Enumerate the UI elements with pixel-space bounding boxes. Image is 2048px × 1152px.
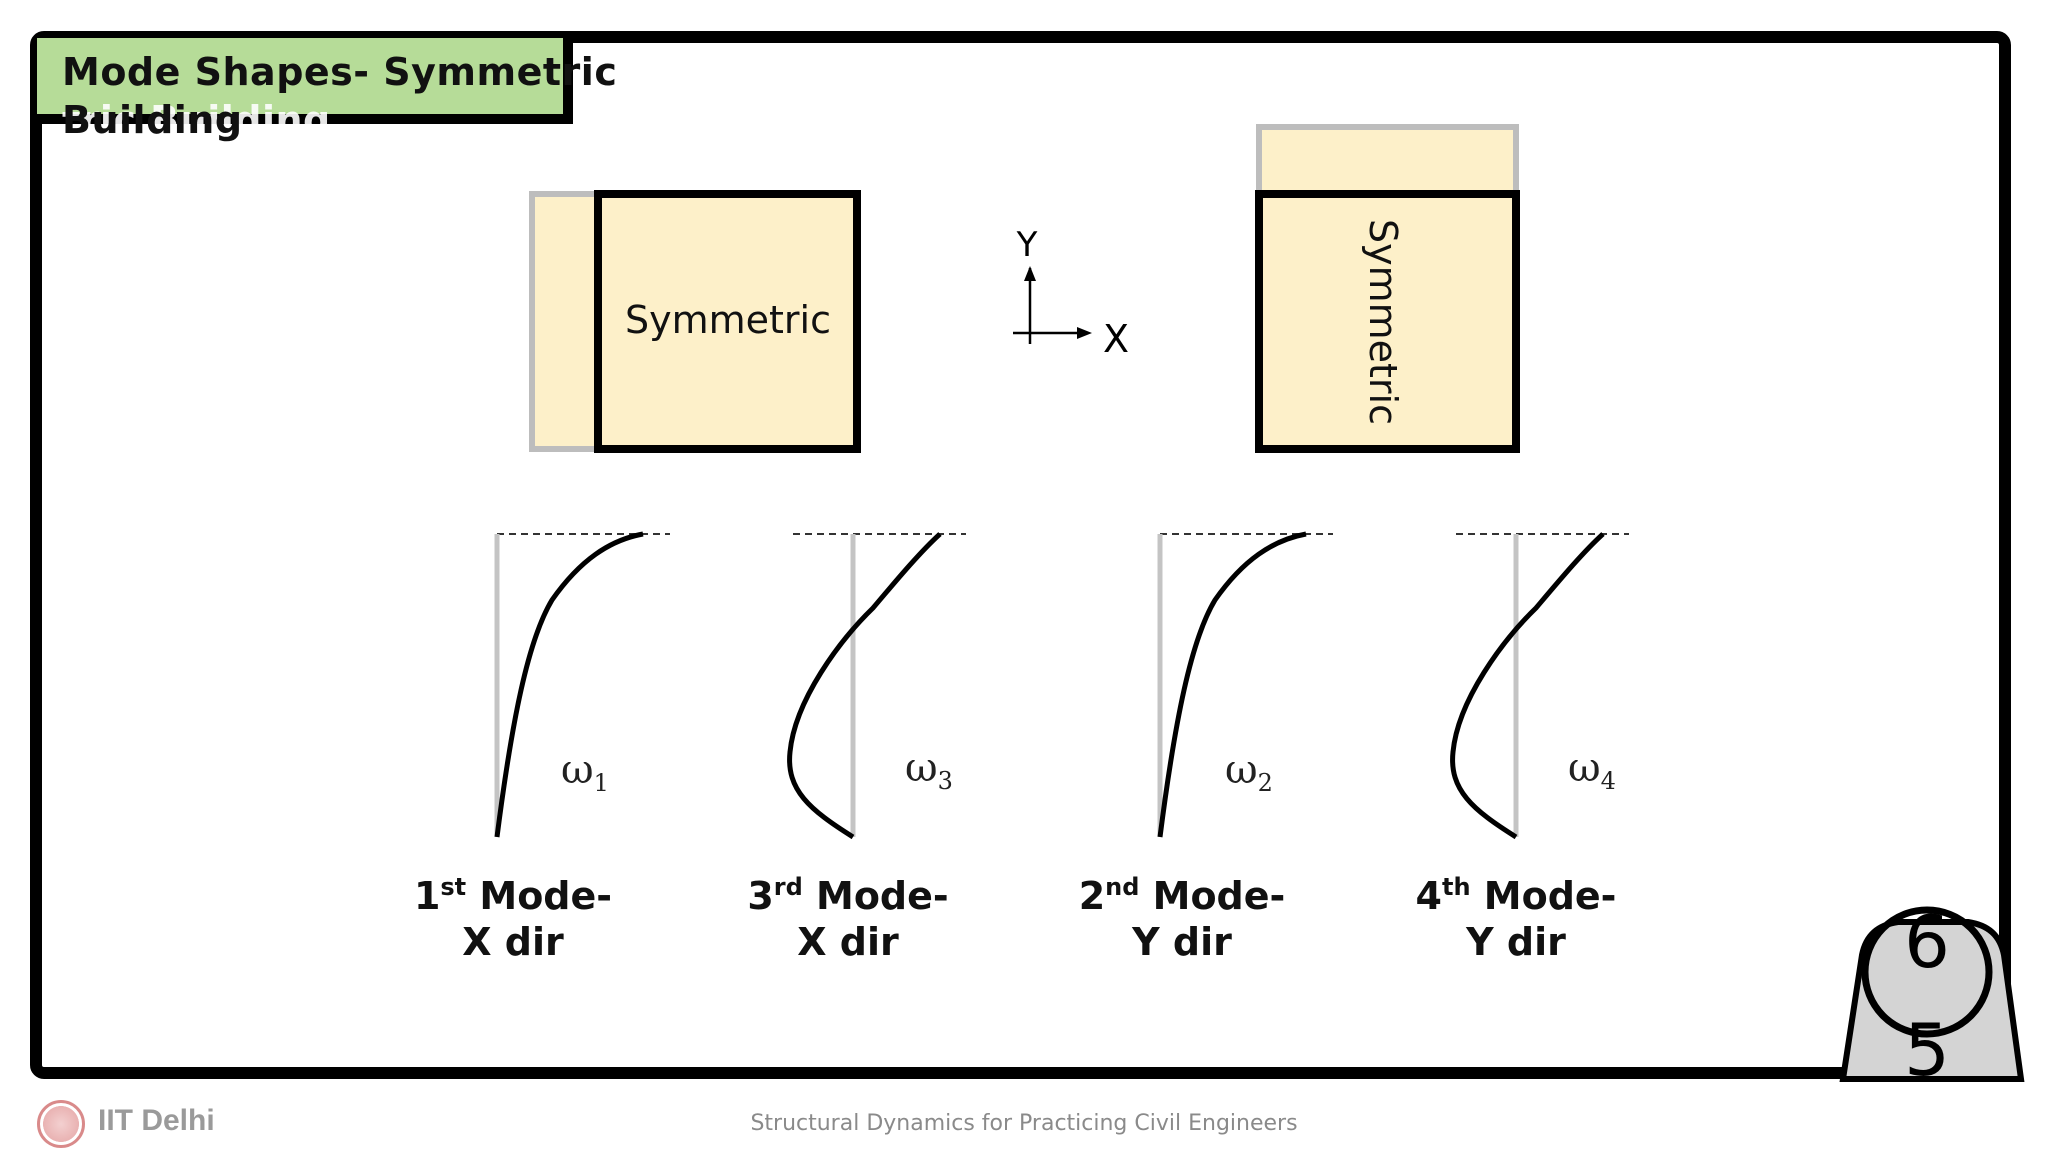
plan-label-left: Symmetric xyxy=(625,298,831,342)
slide-title-line-1: Mode Shapes- Symmetric xyxy=(62,50,618,94)
mode-2-omega: ω2 xyxy=(1225,747,1273,797)
mode-1-curve xyxy=(494,531,644,838)
plan-x-direction: Symmetric xyxy=(529,190,861,453)
mode-1-caption-line-1: 1st Mode- xyxy=(414,873,612,918)
footer-course-title: Structural Dynamics for Practicing Civil… xyxy=(750,1111,1298,1136)
mode-4-curve xyxy=(1450,532,1605,840)
title-box xyxy=(37,38,573,124)
plan-displaced-floor-right xyxy=(1255,190,1520,453)
mode-3-curve xyxy=(787,532,942,840)
mode-2-caption-line-2: Y dir xyxy=(1131,920,1232,964)
iit-delhi-logo-icon xyxy=(37,1100,85,1148)
slide-title-line-2: Building xyxy=(62,98,243,142)
mode-4-omega: ω4 xyxy=(1568,745,1616,795)
mode-1-omega: ω1 xyxy=(561,747,609,797)
slide-frame xyxy=(30,31,2011,1079)
mode-2-caption-line-1: 2nd Mode- xyxy=(1079,873,1286,918)
mode-4-caption-line-1: 4th Mode- xyxy=(1416,873,1617,918)
plan-label-right: Symmetric xyxy=(1361,219,1405,425)
x-axis-label: X xyxy=(1103,317,1129,361)
mode-shape-3: ω3 xyxy=(787,532,966,840)
mode-shape-4: ω4 xyxy=(1450,532,1629,840)
mode-3-caption-line-2: X dir xyxy=(797,920,899,964)
x-axis-arrowhead xyxy=(1077,327,1092,339)
footer-institute: IIT Delhi xyxy=(98,1104,215,1137)
page-number-weight-icon: 6 5 xyxy=(1839,900,2025,1092)
title-ghost-text: tric Building xyxy=(62,98,331,142)
mode-3-omega: ω3 xyxy=(905,745,953,795)
plan-displaced-floor-left xyxy=(594,190,861,453)
mode-3-caption-line-1: 3rd Mode- xyxy=(747,873,948,918)
plan-y-direction: Symmetric xyxy=(1255,124,1520,453)
mode-shape-1: ω1 xyxy=(494,531,670,838)
page-number-digit-2: 5 xyxy=(1904,1008,1950,1092)
y-axis-label: Y xyxy=(1016,225,1038,265)
y-axis-arrowhead xyxy=(1024,266,1036,281)
mode-4-caption-line-2: Y dir xyxy=(1465,920,1566,964)
mode-2-curve xyxy=(1157,531,1307,838)
page-number-digit-1: 6 xyxy=(1904,900,1950,984)
axes-icon: Y X xyxy=(1013,225,1129,361)
mode-captions: 1st Mode- X dir 3rd Mode- X dir 2nd Mode… xyxy=(414,873,1617,964)
mode-1-caption-line-2: X dir xyxy=(462,920,564,964)
mode-shape-2: ω2 xyxy=(1157,531,1333,838)
